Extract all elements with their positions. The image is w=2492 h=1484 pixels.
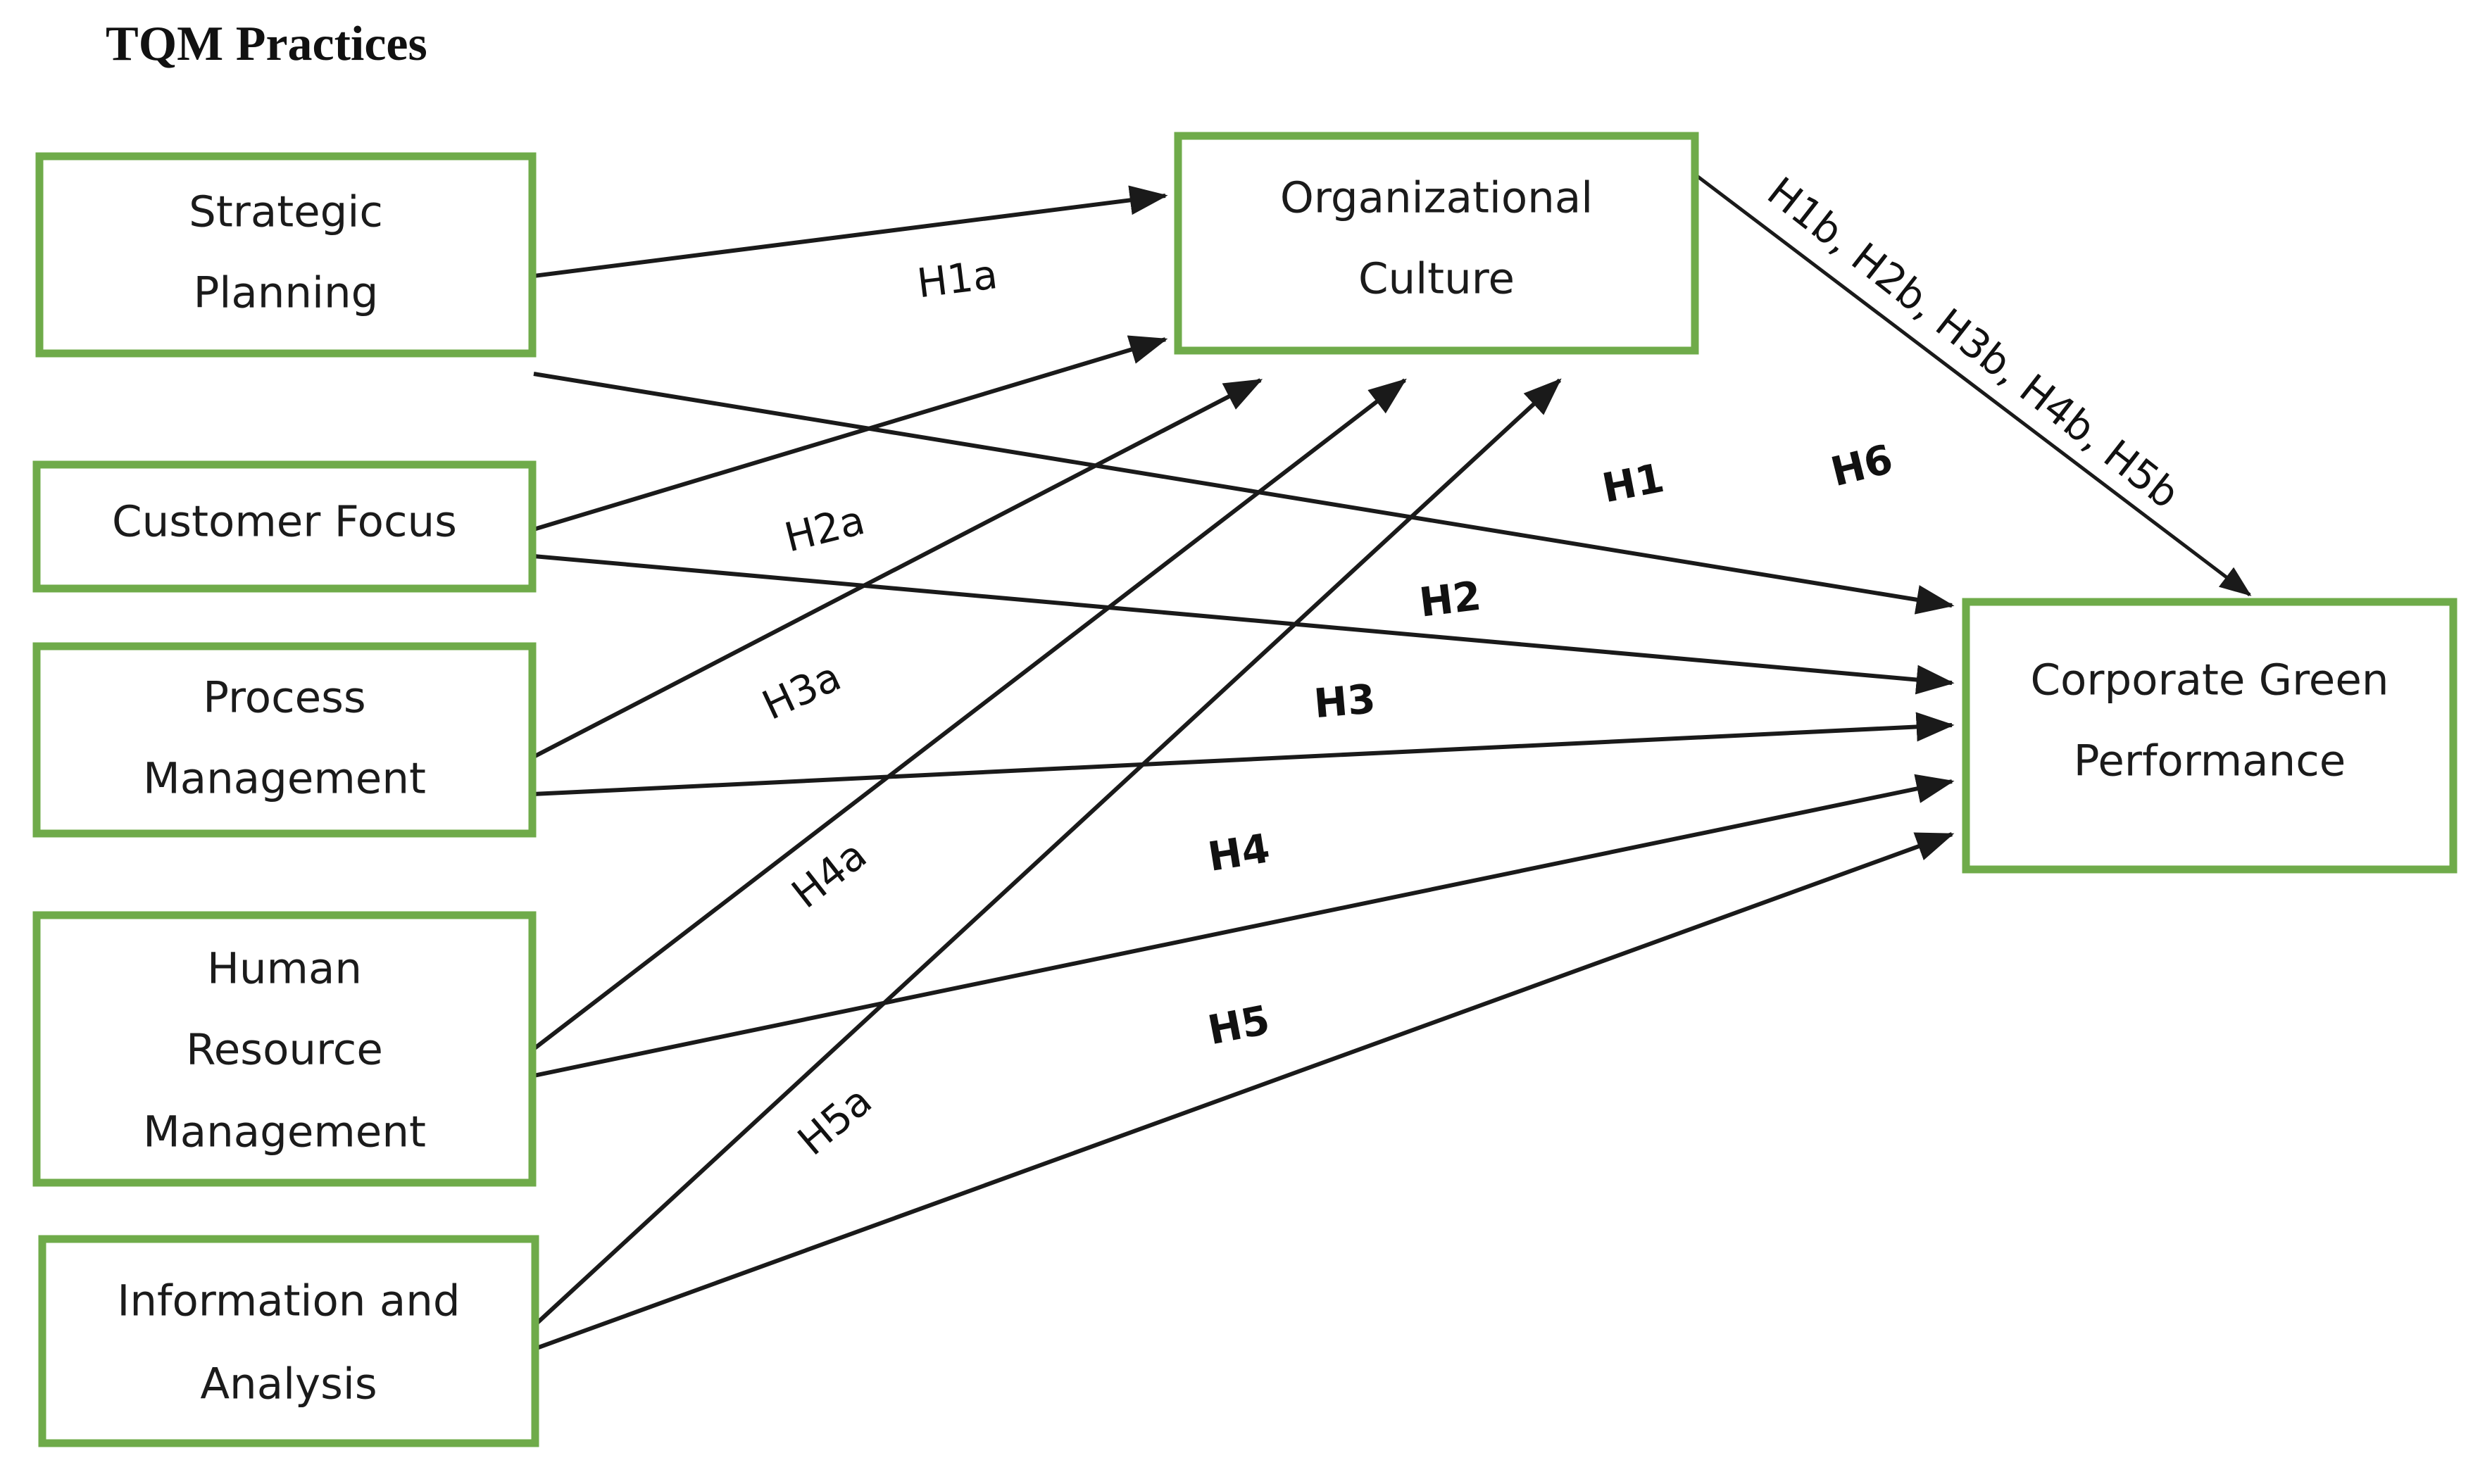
edge-label-h5a: H5a bbox=[789, 1077, 881, 1164]
node-customer-focus[interactable]: Customer Focus bbox=[32, 460, 537, 593]
node-label-line: Strategic bbox=[189, 187, 383, 237]
edge-label-h1: H1 bbox=[1598, 455, 1667, 512]
edge-label-h4: H4 bbox=[1205, 825, 1273, 881]
edge-label-h2: H2 bbox=[1417, 573, 1484, 627]
node-label-line: Human bbox=[207, 944, 362, 994]
node-label-line: Information and bbox=[117, 1276, 460, 1326]
edge-process-management-to-performance bbox=[533, 712, 1955, 796]
edge-hrm-to-performance bbox=[533, 774, 1955, 1078]
node-label-line: Culture bbox=[1358, 254, 1515, 304]
edge-label-h3a: H3a bbox=[756, 653, 848, 729]
page-title: TQM Practices bbox=[106, 17, 427, 71]
node-label-line: Resource bbox=[186, 1025, 383, 1075]
node-label-line: Performance bbox=[2074, 736, 2346, 786]
edge-information-analysis-to-performance bbox=[535, 832, 1955, 1350]
node-label-line: Customer Focus bbox=[112, 497, 457, 547]
edge-label-h2a: H2a bbox=[780, 497, 870, 562]
node-human-resource-management[interactable]: Human Resource Management bbox=[32, 911, 537, 1187]
node-corporate-green-performance[interactable]: Corporate Green Performance bbox=[1962, 598, 2457, 874]
edge-labels-to-culture: H1a H2a H3a H4a H5a bbox=[756, 251, 1000, 1164]
node-label-line: Organizational bbox=[1280, 173, 1593, 223]
edge-customer-focus-to-culture bbox=[533, 335, 1168, 532]
edges-to-culture bbox=[532, 185, 1562, 1326]
edge-customer-focus-to-performance bbox=[533, 554, 1955, 695]
node-process-management[interactable]: Process Management bbox=[32, 642, 537, 838]
node-organizational-culture[interactable]: Organizational Culture bbox=[1174, 132, 1699, 355]
edge-label-mediation: H1b, H2b, H3b, H4b, H5b bbox=[1758, 168, 2187, 517]
edge-strategic-planning-to-performance bbox=[533, 372, 1955, 615]
edge-process-management-to-culture bbox=[532, 378, 1263, 759]
edge-label-h1a: H1a bbox=[915, 251, 1000, 307]
node-label-line: Analysis bbox=[200, 1359, 377, 1409]
edge-label-h3: H3 bbox=[1312, 676, 1377, 727]
node-label-line: Planning bbox=[194, 268, 379, 318]
node-label-line: Process bbox=[203, 673, 365, 723]
edge-label-h5: H5 bbox=[1204, 997, 1273, 1054]
node-label-line: Corporate Green bbox=[2030, 655, 2388, 705]
edge-culture-to-performance bbox=[1696, 175, 2252, 596]
edge-strategic-planning-to-culture bbox=[533, 185, 1168, 278]
node-strategic-planning[interactable]: Strategic Planning bbox=[35, 152, 537, 358]
edge-labels-to-performance: H1 H2 H3 H4 H5 bbox=[1204, 455, 1667, 1054]
edge-label-h6: H6 bbox=[1827, 436, 1898, 496]
node-label-line: Management bbox=[143, 754, 426, 804]
node-information-and-analysis[interactable]: Information and Analysis bbox=[38, 1235, 539, 1447]
edges-to-performance bbox=[533, 372, 1955, 1350]
node-label-line: Management bbox=[143, 1107, 426, 1157]
edge-information-analysis-to-culture bbox=[534, 378, 1562, 1326]
edge-hrm-to-culture bbox=[532, 378, 1407, 1051]
